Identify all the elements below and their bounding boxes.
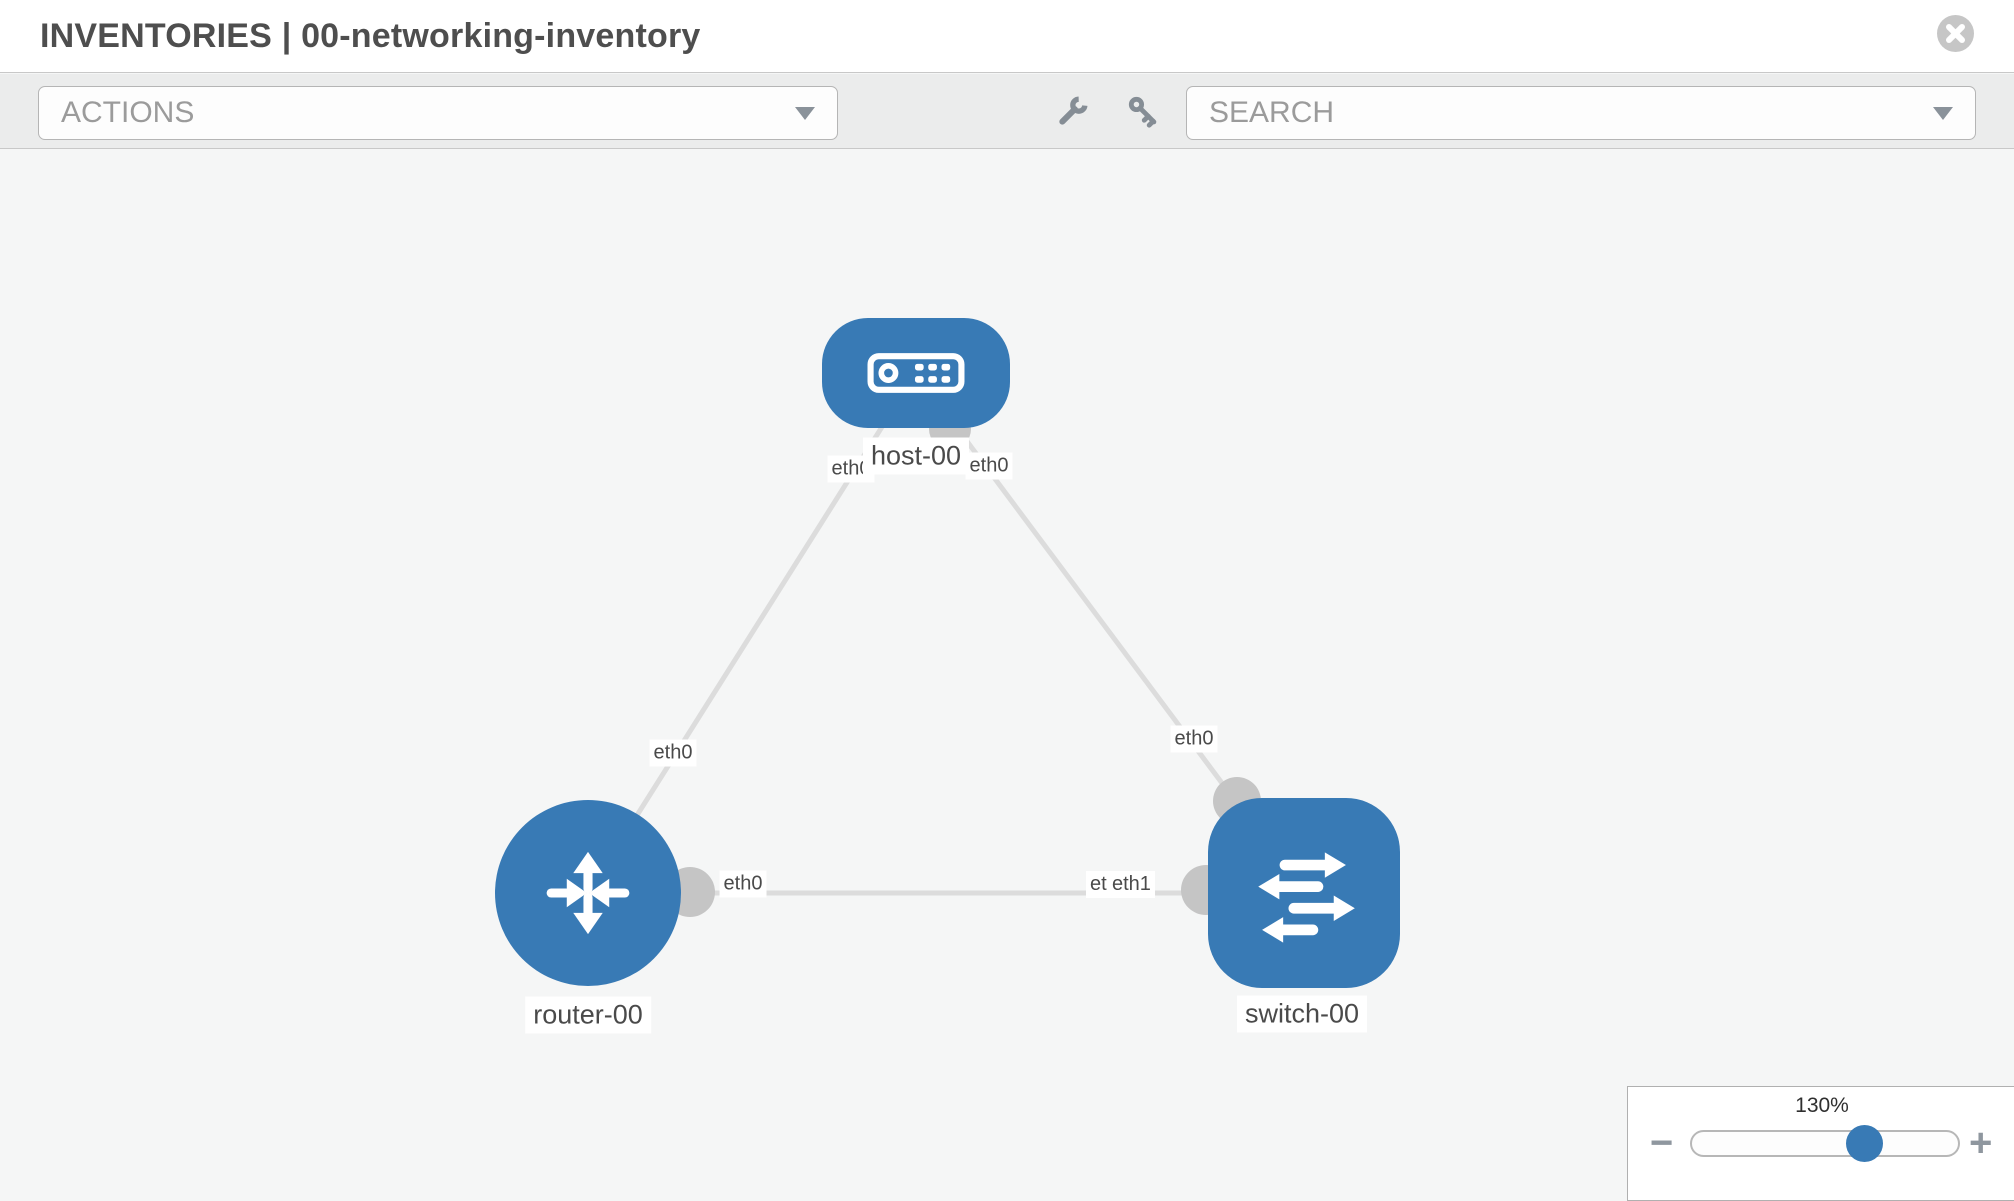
actions-label: ACTIONS: [61, 96, 195, 129]
interface-label-host-right: eth0: [965, 452, 1013, 480]
actions-dropdown[interactable]: ACTIONS: [38, 86, 838, 140]
topology-canvas[interactable]: eth0 eth0 eth0 eth0 eth0 eth0 eth1 host-…: [0, 150, 2014, 1200]
window-header: INVENTORIES | 00-networking-inventory: [0, 0, 2014, 73]
toolbar: ACTIONS: [0, 74, 2014, 149]
switch-icon: [1258, 852, 1355, 943]
interface-label-switch-left: eth1: [1108, 871, 1155, 898]
node-label-router: router-00: [525, 996, 651, 1034]
interface-label-switch-top: eth0: [1170, 725, 1218, 753]
host-icon: [867, 353, 965, 393]
interface-label-router-right: eth0: [719, 870, 767, 898]
router-icon: [546, 851, 630, 935]
page-title: INVENTORIES | 00-networking-inventory: [40, 17, 701, 55]
close-button[interactable]: [1937, 15, 1974, 52]
key-icon[interactable]: [1124, 92, 1164, 132]
topology-wires: [585, 371, 1307, 917]
search-combobox[interactable]: [1186, 86, 1976, 140]
node-router[interactable]: [495, 800, 681, 986]
interface-label-router-top: eth0: [649, 739, 697, 767]
zoom-panel: 130% − +: [1627, 1086, 2014, 1201]
close-icon: [1946, 24, 1965, 43]
wrench-icon[interactable]: [1052, 92, 1092, 132]
zoom-in-button[interactable]: +: [1969, 1121, 1993, 1165]
node-label-host: host-00: [862, 437, 970, 475]
search-input[interactable]: [1209, 96, 1933, 130]
chevron-down-icon: [795, 106, 815, 120]
node-host[interactable]: [822, 318, 1010, 428]
zoom-out-button[interactable]: −: [1650, 1121, 1674, 1165]
node-label-switch: switch-00: [1236, 995, 1368, 1033]
zoom-level: 130%: [1795, 1094, 1849, 1117]
zoom-slider-thumb[interactable]: [1846, 1125, 1883, 1162]
chevron-down-icon: [1933, 106, 1953, 120]
zoom-slider[interactable]: [1690, 1130, 1960, 1157]
node-switch[interactable]: [1208, 798, 1400, 988]
